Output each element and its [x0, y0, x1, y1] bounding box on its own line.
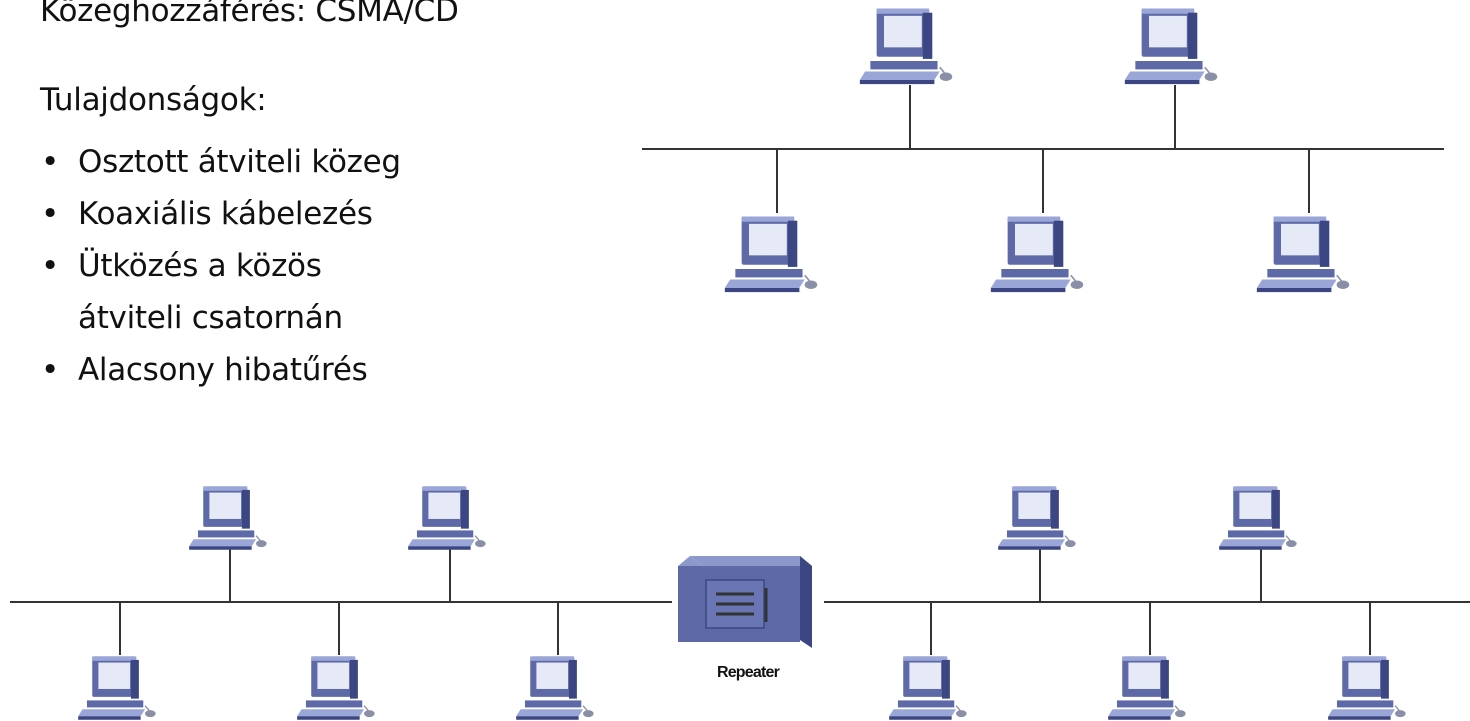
- bottom-right-bus-segment: [824, 485, 1470, 721]
- property-text: Osztott átviteli közeg: [78, 144, 401, 180]
- bullet-icon: •: [41, 352, 59, 388]
- properties-list: • Osztott átviteli közeg • Koaxiális káb…: [40, 136, 500, 396]
- desktop-computer-icon: [77, 655, 157, 721]
- property-text-continuation: átviteli csatornán: [78, 300, 343, 336]
- slide-heading: Közeghozzáférés: CSMA/CD: [40, 0, 459, 29]
- desktop-computer-icon: [1256, 215, 1351, 293]
- desktop-computer-icon: [997, 485, 1077, 551]
- properties-title: Tulajdonságok:: [40, 82, 267, 118]
- property-item: • Alacsony hibatűrés: [40, 344, 500, 396]
- bullet-icon: •: [41, 144, 59, 180]
- top-bus-segment: [642, 7, 1444, 293]
- desktop-computer-icon: [724, 215, 819, 293]
- desktop-computer-icon: [859, 7, 954, 85]
- property-text: Alacsony hibatűrés: [78, 352, 368, 388]
- property-item: • Koaxiális kábelezés: [40, 188, 500, 240]
- property-item: • Ütközés a közös átviteli csatornán: [40, 240, 500, 344]
- desktop-computer-icon: [1327, 655, 1407, 721]
- desktop-computer-icon: [296, 655, 376, 721]
- desktop-computer-icon: [1107, 655, 1187, 721]
- bullet-icon: •: [41, 196, 59, 232]
- desktop-computer-icon: [990, 215, 1085, 293]
- desktop-computer-icon: [407, 485, 487, 551]
- desktop-computer-icon: [1124, 7, 1219, 85]
- bottom-left-bus-segment: [10, 485, 672, 721]
- desktop-computer-icon: [888, 655, 968, 721]
- bullet-icon: •: [41, 248, 59, 284]
- property-text: Ütközés a közös: [78, 248, 322, 284]
- property-item: • Osztott átviteli közeg: [40, 136, 500, 188]
- repeater-label: Repeater: [717, 664, 780, 681]
- property-text: Koaxiális kábelezés: [78, 196, 373, 232]
- desktop-computer-icon: [188, 485, 268, 551]
- repeater-icon: [678, 556, 812, 648]
- desktop-computer-icon: [1218, 485, 1298, 551]
- desktop-computer-icon: [515, 655, 595, 721]
